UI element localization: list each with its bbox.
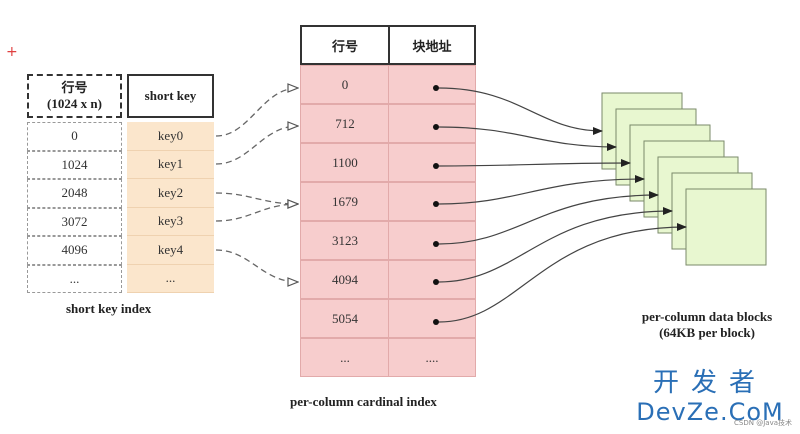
address-link	[438, 126, 617, 151]
address-link	[438, 223, 687, 323]
cardinal-addr-header: 块地址	[388, 25, 476, 65]
shortkey-to-cardinal-links	[215, 88, 298, 282]
watermark-en: DevZe.CoM	[636, 398, 784, 426]
cardinal-rowid-cell: ...	[300, 338, 390, 377]
rowid-cell: 2048	[27, 179, 122, 208]
cardinal-rowid-cell: 1679	[300, 182, 390, 221]
shortkey-cell: key0	[127, 122, 214, 151]
shortkey-link	[215, 192, 298, 204]
cardinal-rowid-cell: 1100	[300, 143, 390, 182]
cardinal-addr-cell	[388, 143, 476, 182]
address-dot	[433, 201, 439, 207]
cardinal-addr-cell	[388, 221, 476, 260]
rowid-cell: 1024	[27, 150, 122, 179]
shortkey-cell: key4	[127, 236, 214, 265]
address-link	[438, 159, 631, 168]
shortkey-header: short key	[127, 74, 214, 118]
shortkey-link	[215, 204, 298, 222]
cardinal-to-block-links	[438, 87, 687, 323]
address-link	[438, 207, 673, 283]
watermark-small: CSDN @Java技术	[734, 419, 792, 427]
address-link	[438, 191, 659, 245]
cardinal-rowid-cell: 3123	[300, 221, 390, 260]
address-link	[438, 175, 645, 205]
rowid-cell: 4096	[27, 236, 122, 265]
address-link	[438, 87, 603, 135]
cardinal-rowid-header-label: 行号	[331, 38, 358, 54]
data-blocks-caption: per-column data blocks (64KB per block)	[614, 309, 800, 341]
rowid-header-line2: (1024 x n)	[47, 96, 102, 111]
cardinal-addr-cell	[388, 299, 476, 338]
data-blocks-caption-line1: per-column data blocks	[641, 309, 773, 324]
cardinal-addr-cell	[388, 104, 476, 143]
shortkey-cell: ...	[127, 264, 214, 293]
rowid-cell: 0	[27, 122, 122, 151]
watermark-cn: 开发者	[652, 368, 767, 398]
address-dot	[433, 319, 439, 325]
rowid-cell: ...	[27, 264, 122, 293]
address-dot	[433, 85, 439, 91]
cardinal-rowid-cell: 5054	[300, 299, 390, 338]
cardinal-addr-header-label: 块地址	[412, 38, 452, 54]
cardinal-index-caption: per-column cardinal index	[290, 394, 437, 409]
shortkey-link	[215, 249, 298, 282]
watermark-logo: 开发者 DevZe.CoM	[630, 368, 790, 426]
address-dot	[433, 279, 439, 285]
rowid-header: 行号 (1024 x n)	[27, 74, 122, 118]
shortkey-link	[215, 126, 298, 165]
shortkey-header-label: short key	[144, 88, 197, 103]
plus-marker-icon: +	[6, 44, 18, 60]
address-dot	[433, 241, 439, 247]
shortkey-cell: key3	[127, 207, 214, 236]
shortkey-link	[215, 88, 298, 137]
address-dot	[433, 124, 439, 130]
rowid-cell: 3072	[27, 207, 122, 236]
cardinal-rowid-header: 行号	[300, 25, 390, 65]
data-block	[685, 188, 767, 266]
cardinal-addr-cell: ....	[388, 338, 476, 377]
cardinal-addr-cell	[388, 182, 476, 221]
data-blocks-stack	[601, 92, 767, 266]
address-dot	[433, 163, 439, 169]
shortkey-index-caption: short key index	[66, 301, 152, 316]
shortkey-cell: key2	[127, 179, 214, 208]
cardinal-rowid-cell: 0	[300, 65, 390, 104]
shortkey-cell: key1	[127, 150, 214, 179]
data-blocks-caption-line2: (64KB per block)	[659, 325, 755, 340]
rowid-header-line1: 行号	[61, 80, 88, 95]
cardinal-rowid-cell: 712	[300, 104, 390, 143]
cardinal-addr-cell	[388, 65, 476, 104]
